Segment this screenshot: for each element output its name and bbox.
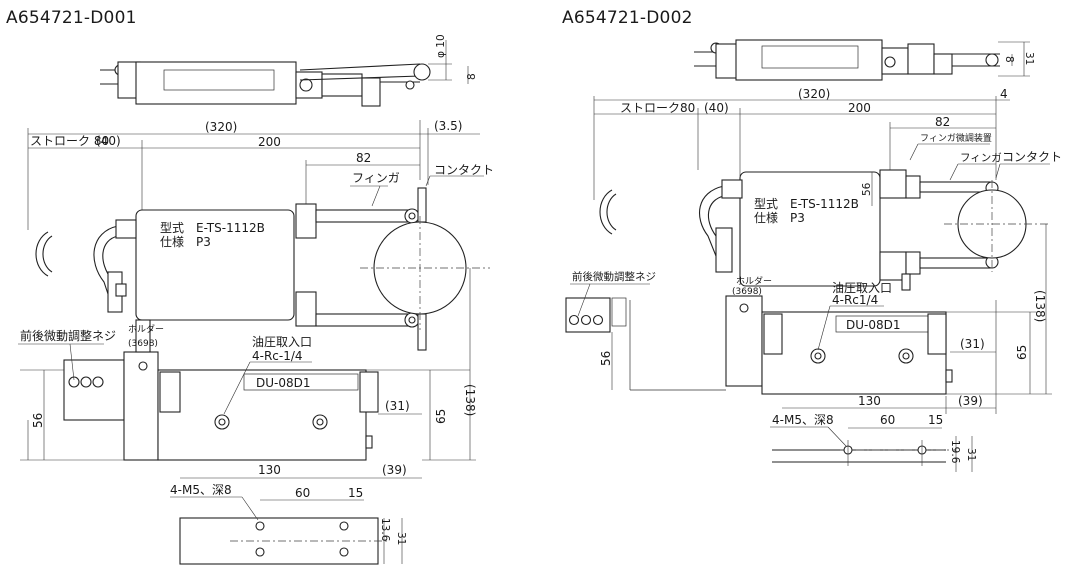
- dim-15-d002: 15: [928, 413, 943, 427]
- label-adjust-screw-d002: 前後微動調整ネジ: [572, 270, 656, 283]
- dim-31-d002: (31): [960, 337, 985, 351]
- dim-4-d002: 4: [1000, 87, 1008, 101]
- dim-60-d001: 60: [295, 486, 310, 500]
- main-body-d002: 型式 E-TS-1112B 仕様 P3 56: [699, 171, 881, 287]
- label-holder-no-d001: (3698): [128, 339, 158, 349]
- plate-view-d002: 4-M5、深8 60 15 19.6 31: [770, 413, 977, 472]
- dim-320-d001: (320): [205, 120, 237, 134]
- cylinder-label-d002: DU-08D1: [846, 318, 901, 332]
- dim-13-6-d001: 13.6: [379, 518, 391, 542]
- dim-200-d001: 200: [258, 135, 281, 149]
- dims-horizontal-d001: (320) (3.5) ストローク 80 (40) 200 82: [27, 119, 480, 230]
- label-oil-port-size-d002: 4-Rc1/4: [832, 293, 878, 307]
- label-finger-d002: フィンガ: [960, 152, 1002, 164]
- base-d002: DU-08D1: [565, 295, 953, 395]
- dims-base-d001: 56 130 (39) (31) 65 (138): [20, 268, 477, 479]
- drawing-title-left: A654721-D001: [6, 8, 137, 28]
- model-d001: 型式 E-TS-1112B: [160, 221, 265, 235]
- fingers-d002: [879, 169, 1050, 291]
- label-tap-d002: 4-M5、深8: [772, 413, 834, 427]
- dim-65-d002: 65: [1015, 345, 1029, 360]
- spec-d002: 仕様 P3: [754, 211, 805, 225]
- model-d002: 型式 E-TS-1112B: [754, 197, 859, 211]
- dim-130-d002: 130: [858, 394, 881, 408]
- fingers-d001: [295, 187, 490, 351]
- dim-56-d001: 56: [31, 413, 45, 428]
- spec-d001: 仕様 P3: [160, 235, 211, 249]
- drawing-title-right: A654721-D002: [562, 8, 693, 28]
- label-oil-port-d002: 油圧取入口: [832, 281, 892, 295]
- dims-base-d002: 56 130 (39) (31) 65 (138): [599, 224, 1052, 414]
- dim-39-d001: (39): [382, 463, 407, 477]
- plate-view-d001: 4-M5、深8 60 15 13.6 31: [170, 483, 407, 565]
- label-finger-d001: フィンガ: [352, 171, 400, 185]
- dim-56a-d002: 56: [861, 182, 873, 196]
- dim-82-d002: 82: [935, 115, 950, 129]
- dim-138-d001: (138): [463, 384, 477, 416]
- drawing-d002: 8 31 (320) 4 ストローク80 (40) 200 82: [565, 39, 1062, 472]
- dim-19-6-d002: 19.6: [949, 440, 961, 464]
- callouts-d001: 前後微動調整ネジ ホルダー (3698) 油圧取入口 4-Rc-1/4: [18, 323, 312, 415]
- top-view-d001: φ 10 8: [100, 34, 478, 107]
- dim-82-d001: 82: [356, 151, 371, 165]
- dim-31b-d002: 31: [965, 448, 977, 461]
- dim-138-d002: (138): [1033, 290, 1047, 322]
- base-d001: DU-08D1: [63, 319, 379, 461]
- label-tap-d001: 4-M5、深8: [170, 483, 232, 497]
- dim-phi10-d001: φ 10: [435, 34, 447, 58]
- dim-60-d002: 60: [880, 413, 895, 427]
- dim-40-d002: (40): [704, 101, 729, 115]
- dim-8-top-d001: 8: [466, 73, 478, 80]
- dim-31b-d001: 31: [395, 532, 407, 545]
- finger-labels-d001: フィンガ コンタクト: [350, 163, 494, 207]
- dim-200-d002: 200: [848, 101, 871, 115]
- dim-65-d001: 65: [434, 409, 448, 424]
- label-holder-d001: ホルダー: [128, 323, 164, 335]
- top-view-d002: 8 31: [694, 39, 1035, 81]
- label-contact-d001: コンタクト: [434, 163, 494, 177]
- label-holder-d002: ホルダー: [736, 275, 772, 287]
- label-oil-port-size-d001: 4-Rc-1/4: [252, 349, 303, 363]
- finger-labels-d002: フィンガ微調装置 フィンガ コンタクト: [909, 132, 1062, 181]
- callouts-d002: 前後微動調整ネジ ホルダー (3698) 油圧取入口 4-Rc1/4: [570, 270, 892, 351]
- dim-320-d002: (320): [798, 87, 830, 101]
- label-contact-d002: コンタクト: [1002, 150, 1062, 164]
- drawing-d001: φ 10 8 (320) (3.5) ストローク 80 (40) 200 82: [18, 34, 494, 565]
- dim-31-top-d002: 31: [1023, 52, 1035, 65]
- dim-39-d002: (39): [958, 394, 983, 408]
- cylinder-label-d001: DU-08D1: [256, 376, 311, 390]
- main-body-d001: 型式 E-TS-1112B 仕様 P3: [93, 209, 295, 321]
- dim-130-d001: 130: [258, 463, 281, 477]
- dim-40-d001: (40): [96, 134, 121, 148]
- dim-3-5-d001: (3.5): [434, 119, 462, 133]
- dim-31-d001: (31): [385, 399, 410, 413]
- stroke-arc-d001: [42, 235, 53, 273]
- stroke-arc-d002: [606, 193, 617, 231]
- dim-stroke-d001: ストローク 80: [30, 134, 109, 148]
- label-adjust-screw-d001: 前後微動調整ネジ: [20, 328, 116, 343]
- label-finger-adjuster-d002: フィンガ微調装置: [920, 132, 992, 144]
- dim-56-d002: 56: [599, 351, 613, 366]
- label-holder-no-d002: (3698): [732, 287, 762, 297]
- dim-8-top-d002: 8: [1003, 56, 1015, 63]
- label-oil-port-d001: 油圧取入口: [252, 335, 312, 349]
- dim-15-d001: 15: [348, 486, 363, 500]
- dims-horizontal-d002: (320) 4 ストローク80 (40) 200 82: [593, 87, 1010, 200]
- dim-stroke-d002: ストローク80: [620, 101, 695, 115]
